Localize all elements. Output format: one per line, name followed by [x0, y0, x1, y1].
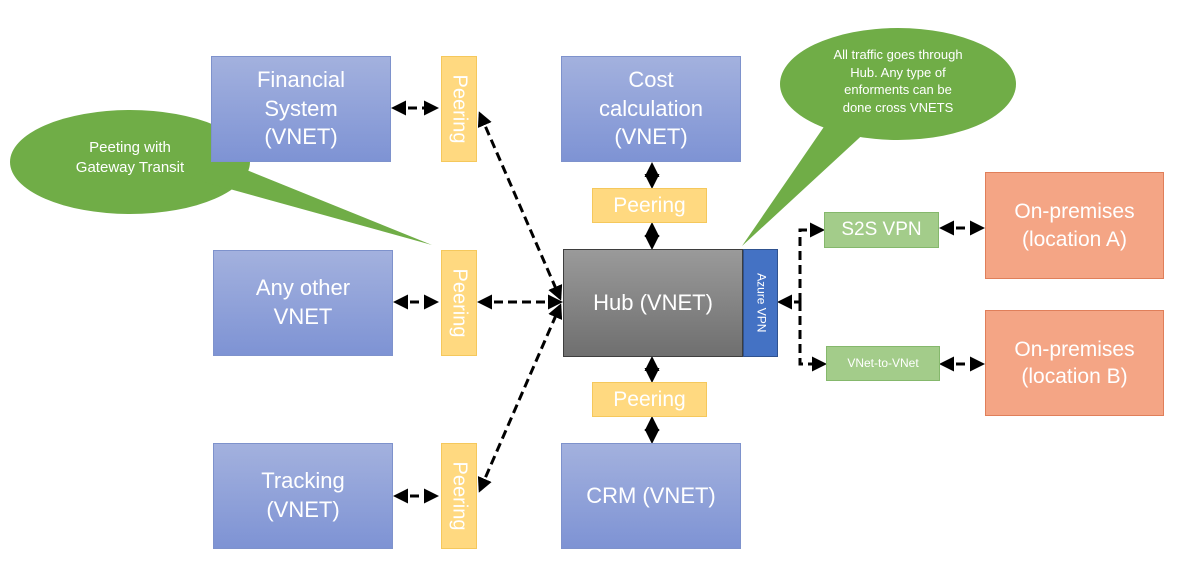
callout-gateway-transit: Peeting with Gateway Transit [75, 139, 185, 177]
azure-vpn-label: Azure VPN [754, 273, 769, 333]
any-other-vnet[interactable]: Any other VNET [213, 250, 393, 356]
peering-financial-label: Peering [448, 74, 470, 144]
azure-vpn-gateway[interactable]: Azure VPN [743, 249, 778, 357]
callout-gateway-transit-shape [10, 110, 432, 245]
peering-crm[interactable]: Peering [592, 382, 707, 417]
link-branch-v2v [798, 302, 827, 372]
peering-tracking[interactable]: Peering [441, 443, 477, 549]
link-branch-s2s [798, 222, 825, 302]
peering-tracking-label: Peering [448, 461, 470, 531]
peering-financial[interactable]: Peering [441, 56, 477, 162]
crm-vnet[interactable]: CRM (VNET) [561, 443, 741, 549]
peering-cost[interactable]: Peering [592, 188, 707, 223]
tracking-vnet[interactable]: Tracking (VNET) [213, 443, 393, 549]
callout-hub-traffic: All traffic goes through Hub. Any type o… [833, 47, 963, 115]
link-peering3-hub [477, 303, 563, 493]
peering-any-other-label: Peering [448, 268, 470, 338]
link-peering1-hub [477, 111, 563, 301]
cost-calculation-vnet[interactable]: Cost calculation (VNET) [561, 56, 741, 162]
s2s-vpn[interactable]: S2S VPN [824, 212, 939, 248]
hub-vnet[interactable]: Hub (VNET) [563, 249, 743, 357]
financial-system-vnet[interactable]: Financial System (VNET) [211, 56, 391, 162]
vnet-to-vnet-vpn[interactable]: VNet-to-VNet [826, 346, 940, 381]
callout-hub-traffic-shape [742, 28, 1016, 246]
onprem-location-a[interactable]: On-premises (location A) [985, 172, 1164, 279]
peering-any-other[interactable]: Peering [441, 250, 477, 356]
onprem-location-b[interactable]: On-premises (location B) [985, 310, 1164, 416]
